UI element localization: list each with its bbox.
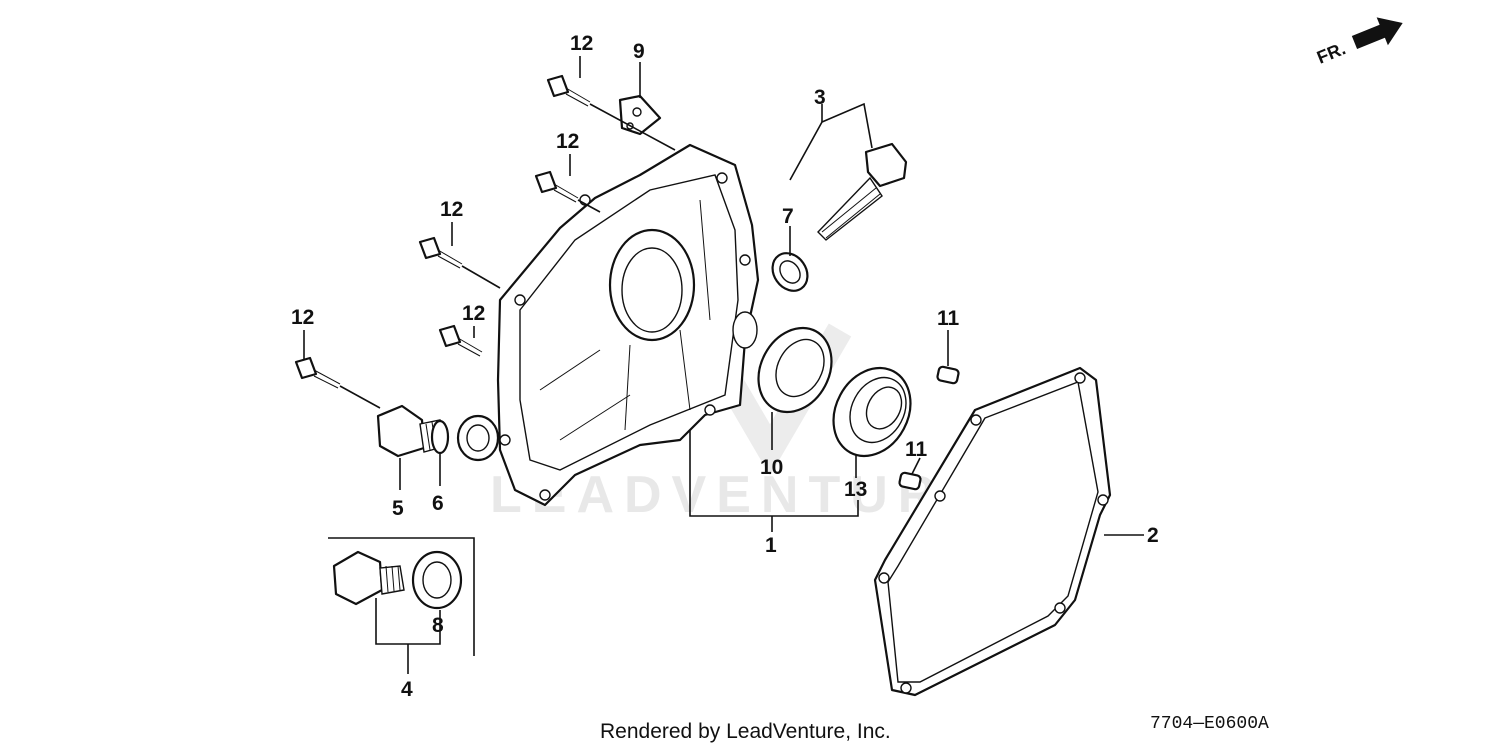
flange-bolt: [418, 236, 463, 269]
front-label: FR.: [1314, 38, 1348, 67]
callout-7: 7: [782, 205, 794, 228]
render-credit: Rendered by LeadVenture, Inc.: [600, 720, 891, 743]
callout-2: 2: [1147, 524, 1159, 547]
dowel-pin: [898, 471, 922, 491]
radial-ball-bearing: [832, 366, 912, 458]
callout-12: 12: [556, 130, 579, 153]
callout-13: 13: [844, 478, 867, 501]
leader-lines: [303, 56, 1144, 674]
callout-12: 12: [440, 198, 463, 221]
o-ring: [771, 252, 809, 292]
callout-9: 9: [633, 40, 645, 63]
plug-set-bracket: [328, 537, 475, 656]
flange-bolt: [546, 74, 591, 107]
crankcase-gasket: [873, 366, 1112, 697]
flange-bolt: [534, 170, 579, 203]
callout-8: 8: [432, 614, 444, 637]
callout-11: 11: [905, 438, 928, 461]
callout-6: 6: [432, 492, 444, 515]
callout-12: 12: [462, 302, 485, 325]
callout-3: 3: [814, 86, 826, 109]
flange-bolt: [294, 356, 341, 389]
arrow-right-icon: [1351, 17, 1403, 50]
callout-4: 4: [401, 678, 413, 701]
callout-5: 5: [392, 497, 404, 520]
callout-labels: 12 9 12 12 12 12 3 7 11 11 10 13 1 2 5 6…: [291, 32, 1159, 701]
oil-seal: [757, 326, 833, 414]
diagram-code: 7704—E0600A: [1150, 714, 1269, 734]
callout-12: 12: [570, 32, 593, 55]
oil-dipstick: [817, 142, 908, 241]
callout-1: 1: [765, 534, 777, 557]
dowel-pin: [936, 365, 960, 385]
front-direction-indicator: FR.: [1314, 17, 1403, 68]
callout-11: 11: [937, 307, 960, 330]
bracket-plate: [618, 94, 662, 136]
drain-washer: [430, 419, 450, 455]
filler-washer: [411, 550, 463, 610]
crankcase-cover: [456, 143, 760, 507]
flange-bolt: [438, 324, 483, 357]
oil-filler-plug: [332, 550, 405, 606]
callout-10: 10: [760, 456, 783, 479]
callout-12: 12: [291, 306, 314, 329]
